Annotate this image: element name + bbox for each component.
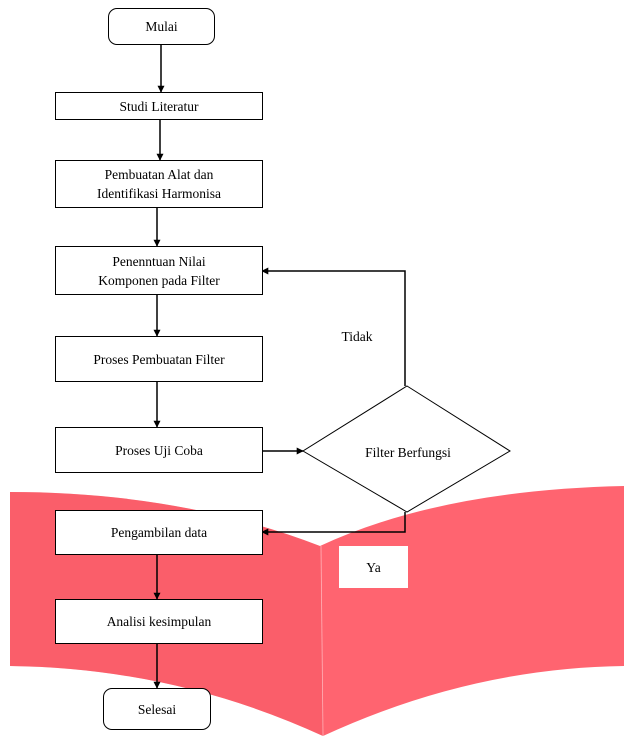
decision-diamond	[302, 385, 511, 513]
step-proses-uji-coba: Proses Uji Coba	[55, 427, 263, 473]
step-pembuatan-alat: Pembuatan Alat dan Identifikasi Harmonis…	[55, 160, 263, 208]
branch-no-label: Tidak	[341, 328, 373, 344]
step-studi-literatur: Studi Literatur	[55, 92, 263, 120]
step-pengambilan-data: Pengambilan data	[55, 510, 263, 555]
start-terminal: Mulai	[108, 8, 215, 45]
branch-yes-label: Ya	[339, 546, 408, 588]
arrow-decision-no-loop	[261, 267, 406, 386]
end-terminal: Selesai	[103, 688, 211, 730]
decision-label: Filter Berfungsi	[365, 444, 451, 460]
step-analisi-kesimpulan: Analisi kesimpulan	[55, 599, 263, 644]
red-background-fold-line	[320, 545, 324, 737]
step-penentuan-nilai: Penenntuan Nilai Komponen pada Filter	[55, 246, 263, 295]
arrow-decision-yes	[261, 512, 406, 536]
step-proses-pembuatan-filter: Proses Pembuatan Filter	[55, 336, 263, 382]
